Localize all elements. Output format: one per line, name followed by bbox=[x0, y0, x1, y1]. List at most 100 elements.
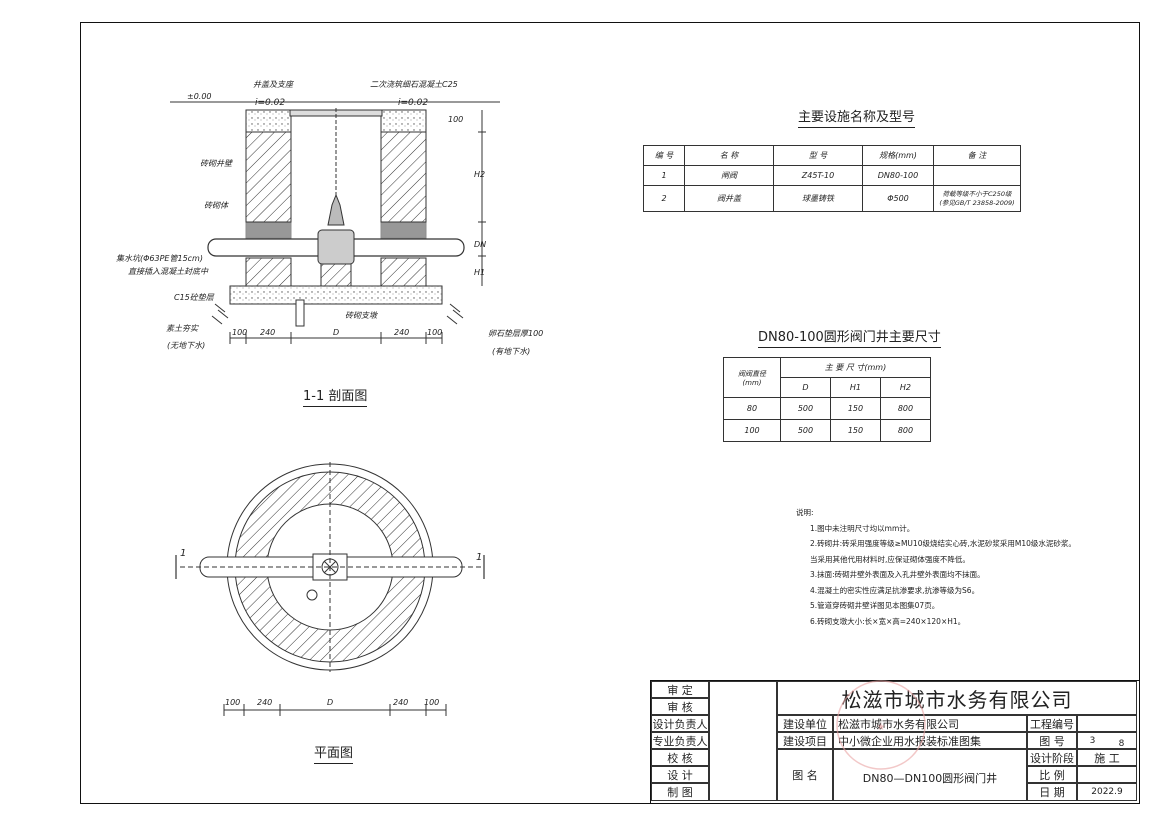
dims-cell: 80 bbox=[723, 397, 781, 420]
notes-title: 说明: bbox=[796, 508, 814, 517]
eq-h-name: 名 称 bbox=[684, 145, 774, 166]
plan-drain bbox=[306, 589, 318, 601]
soil-hatch-left bbox=[211, 303, 229, 325]
label-soil: 素土夯实 bbox=[166, 324, 198, 333]
wall-right-lower bbox=[380, 257, 427, 287]
dim-100-top: 100 bbox=[448, 115, 464, 124]
note-item: 当采用其他代用材料时,应保证砌体强度不降低。 bbox=[810, 554, 970, 564]
soil-hatch-right bbox=[446, 303, 464, 325]
section-title: 1-1 剖面图 bbox=[303, 385, 368, 407]
eq-cell: 闸阀 bbox=[684, 165, 774, 186]
svg-text:★: ★ bbox=[877, 722, 886, 733]
tb-role: 专业负责人 bbox=[651, 732, 709, 749]
plan-title: 平面图 bbox=[314, 742, 354, 764]
eq-cell: DN80-100 bbox=[862, 165, 934, 186]
tb-scale-label: 比 例 bbox=[1027, 766, 1077, 783]
label-brick-wall: 砖砌井壁 bbox=[200, 159, 232, 168]
eq-note-line2: (参见GB/T 23858-2009) bbox=[939, 198, 1015, 207]
note-item: 1.图中未注明尺寸均以mm计。 bbox=[810, 523, 915, 533]
plan-dim-4: 240 bbox=[393, 698, 409, 707]
tb-drawing-no: 3 8 bbox=[1077, 732, 1137, 749]
note-item: 2.砖砌井:砖采用强度等级≥MU10级烧结实心砖,水泥砂浆采用M10级水泥砂浆。 bbox=[810, 539, 1076, 548]
eq-cell: 2 bbox=[643, 185, 685, 212]
label-cover: 井盖及支座 bbox=[253, 80, 293, 89]
dim-dn: DN bbox=[474, 240, 487, 249]
base-slab bbox=[229, 285, 443, 305]
wall-right-upper bbox=[380, 131, 427, 223]
dim-bottom-5: 100 bbox=[427, 328, 443, 337]
tb-stage: 施 工 bbox=[1077, 749, 1137, 766]
top-slab-left bbox=[245, 109, 292, 133]
dim-h1: H1 bbox=[474, 268, 486, 277]
drain-pipe bbox=[295, 299, 305, 327]
plan-drawing bbox=[175, 462, 485, 672]
eq-h-no: 编 号 bbox=[643, 145, 685, 166]
tb-build-project-label: 建设项目 bbox=[777, 732, 833, 749]
dims-cell: 800 bbox=[879, 397, 932, 420]
dims-h-main: 主 要 尺 寸(mm) bbox=[780, 357, 931, 378]
label-brick-pier: 砖砌体 bbox=[204, 201, 228, 210]
label-slope-right: i=0.02 bbox=[398, 98, 429, 108]
dim-bottom-4: 240 bbox=[394, 328, 410, 337]
table-row: 80 500 150 800 bbox=[723, 397, 932, 420]
tb-role: 制 图 bbox=[651, 783, 709, 801]
plan-dim-2: 240 bbox=[257, 698, 273, 707]
plan-dim-line bbox=[223, 704, 447, 716]
section-drawing bbox=[170, 101, 500, 344]
tb-signature-area bbox=[709, 681, 777, 801]
note-item: 4.混凝土的密实性应满足抗渗要求,抗渗等级为S6。 bbox=[810, 585, 980, 595]
eq-h-spec: 规格(mm) bbox=[862, 145, 934, 166]
dims-h-d: D bbox=[780, 377, 831, 398]
label-gravel-note: (有地下水) bbox=[492, 347, 531, 356]
dims-header-row: 阀阀直径 (mm) 主 要 尺 寸(mm) bbox=[723, 357, 931, 398]
note-item: 6.砖砌支墩大小:长×宽×高=240×120×H1。 bbox=[810, 616, 966, 626]
label-gravel: 卵石垫层厚100 bbox=[488, 329, 544, 338]
valve-body bbox=[327, 193, 345, 226]
label-elevation: ±0.00 bbox=[187, 92, 212, 101]
dim-bottom-2: 240 bbox=[260, 328, 276, 337]
eq-note-cell: 荷载等级不小于C250级 (参见GB/T 23858-2009) bbox=[933, 185, 1021, 212]
eq-cell: Φ500 bbox=[862, 185, 934, 212]
table-row: 100 500 150 800 bbox=[723, 419, 932, 442]
plan-dim-5: 100 bbox=[424, 698, 440, 707]
plan-dim-3: D bbox=[327, 698, 334, 707]
tb-stage-label: 设计阶段 bbox=[1027, 749, 1077, 766]
tb-project-no-label: 工程编号 bbox=[1027, 715, 1077, 732]
table-row: 1 闸阀 Z45T-10 DN80-100 bbox=[643, 165, 1021, 186]
tb-build-unit: 松滋市城市水务有限公司 bbox=[833, 715, 1027, 732]
label-drain-pipe2: 直接插入混凝土封底中 bbox=[128, 267, 208, 276]
tb-scale bbox=[1077, 766, 1137, 783]
label-soil-note: (无地下水) bbox=[167, 341, 206, 350]
dim-bottom-1: 100 bbox=[232, 328, 248, 337]
dims-cell: 150 bbox=[829, 419, 881, 442]
beam-right bbox=[380, 221, 427, 239]
tb-build-unit-label: 建设单位 bbox=[777, 715, 833, 732]
eq-h-model: 型 号 bbox=[773, 145, 863, 166]
dims-title: DN80-100圆形阀门井主要尺寸 bbox=[758, 326, 941, 348]
note-item: 5.管道穿砖砌井壁详图见本图集07页。 bbox=[810, 601, 940, 610]
tb-company: 松滋市城市水务有限公司 bbox=[777, 681, 1137, 715]
top-slab-right bbox=[380, 109, 427, 133]
dim-bottom-3: D bbox=[333, 328, 340, 337]
tb-role: 审 定 bbox=[651, 681, 709, 698]
dims-cell: 500 bbox=[780, 397, 831, 420]
tb-build-project: 中小微企业用水报装标准图集 bbox=[833, 732, 1027, 749]
drawing-frame bbox=[80, 22, 1140, 804]
table-row: 2 阀井盖 球墨铸铁 Φ500 荷载等级不小于C250级 (参见GB/T 238… bbox=[643, 185, 1021, 212]
eq-cell: 1 bbox=[643, 165, 685, 186]
tb-date-label: 日 期 bbox=[1027, 783, 1077, 801]
dims-table: 阀阀直径 (mm) 主 要 尺 寸(mm) D H1 H2 80 500 150… bbox=[723, 357, 932, 442]
eq-cell bbox=[933, 165, 1021, 186]
note-item: 3.抹面:砖砌井壁外表面及入孔井壁外表面均不抹面。 bbox=[810, 570, 985, 579]
dims-h-valve-unit: (mm) bbox=[742, 378, 762, 387]
tb-drawing-no-label: 图 号 bbox=[1027, 732, 1077, 749]
label-concrete2: 二次浇筑细石混凝土C25 bbox=[370, 80, 458, 89]
tb-drawing-total: 8 bbox=[1118, 738, 1125, 749]
tb-role: 校 核 bbox=[651, 749, 709, 766]
eq-cell: 球墨铸铁 bbox=[773, 185, 863, 212]
wall-left-lower bbox=[245, 257, 292, 287]
tb-role: 设计负责人 bbox=[651, 715, 709, 732]
plan-cut-left: 1 bbox=[180, 548, 187, 559]
beam-left bbox=[245, 221, 292, 239]
tb-drawing-name: DN80—DN100圆形阀门井 bbox=[833, 749, 1027, 801]
